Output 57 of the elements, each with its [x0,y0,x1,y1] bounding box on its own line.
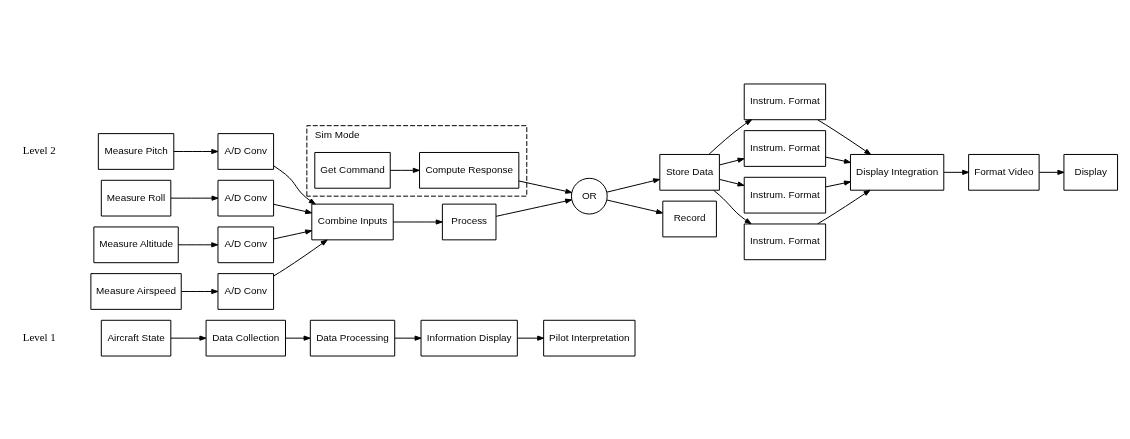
arrow [173,148,219,154]
node-box: Information Display [420,319,518,357]
arrow [719,157,745,165]
node-box: Data Collection [205,319,286,357]
node-box: Store Data [659,153,720,191]
arrow [713,189,752,224]
node-box: Measure Airspeed [90,272,182,310]
node-box: Format Video [968,153,1040,191]
node-box: A/D Conv [217,132,275,170]
arrow [518,180,573,194]
node-box: A/D Conv [217,179,275,217]
node-box: Get Command [314,151,391,189]
arrow [606,177,660,193]
arrow [825,156,851,164]
arrow [392,218,443,225]
arrow [495,198,573,217]
arrow [817,189,871,224]
arrow [817,118,872,155]
arrow [825,180,851,187]
node-box: Process [441,203,497,240]
node-box: Combine Inputs [311,203,394,240]
arrow [389,167,420,173]
arrow [1038,169,1065,175]
arrow [273,228,313,239]
node-box: Instrum. Format [743,129,827,167]
arrow [181,288,219,294]
node-box: Aircraft State [100,319,172,357]
arrow [285,335,311,341]
node-box: Instrum. Format [743,82,827,120]
arrow [606,199,664,214]
arrow [170,195,219,201]
label: Level 1 [22,330,56,343]
node-box: Record [662,200,717,237]
node-box: Data Processing [309,319,396,357]
arrow [177,241,219,247]
node-box: A/D Conv [217,225,275,263]
arrow [943,169,970,175]
arrow [394,335,422,341]
arrow [708,118,752,155]
label: Level 2 [22,143,56,156]
node-box: Compute Response [419,151,520,189]
arrow [719,178,745,186]
node-box: Measure Roll [100,179,172,217]
node-box: Measure Pitch [97,132,175,170]
arrow [170,335,207,341]
arrow [273,239,328,277]
node-box: Pilot Interpretation [543,319,636,357]
node-box: Display Integration [849,153,945,191]
node-box: Measure Altitude [93,225,179,263]
node-box: A/D Conv [217,272,275,310]
node-box: Display [1063,153,1119,191]
arrow [273,164,316,205]
arrow [273,203,313,214]
node-box: Instrum. Format [743,176,827,214]
node-box: Instrum. Format [743,222,827,260]
node-circle: OR [570,177,608,215]
arrow [517,335,545,341]
